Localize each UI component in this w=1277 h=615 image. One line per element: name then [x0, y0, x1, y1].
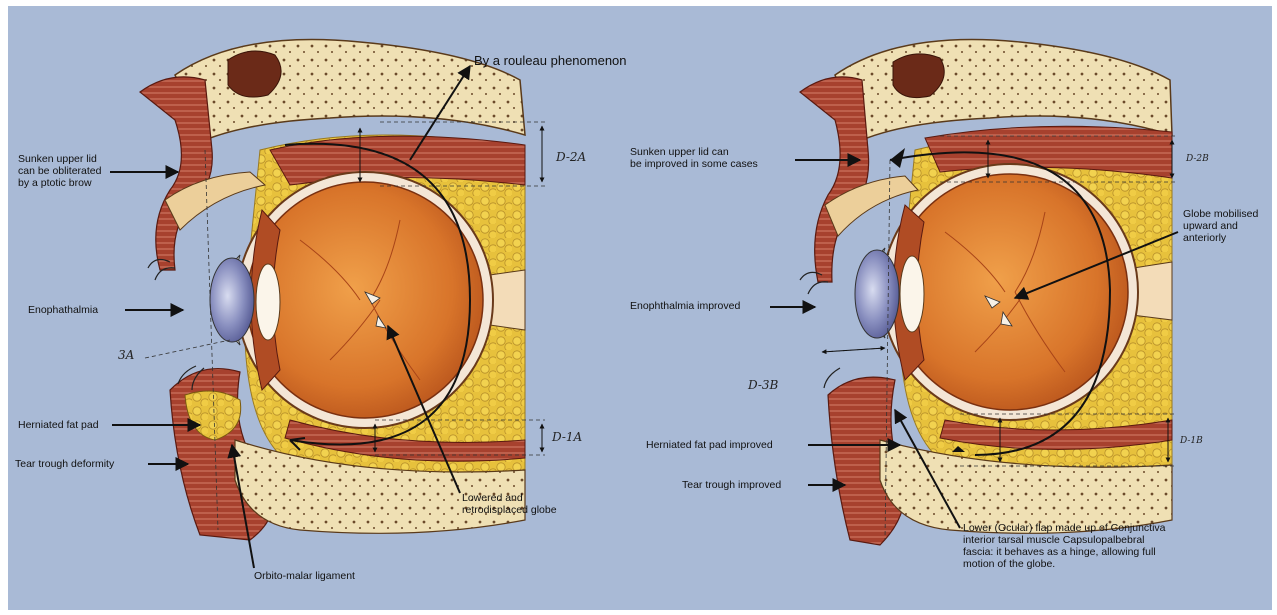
herniated-fat-pad-improved-label: Herniated fat pad improved: [646, 439, 773, 451]
dimension-d3b: D-3B: [748, 378, 778, 392]
lower-flap-label: Lower (Ocular) flap made up of Conjuncti…: [963, 522, 1166, 570]
orbito-malar-label: Orbito-malar ligament: [254, 570, 355, 582]
lowered-globe-label: Lowered and retrodisplaced globe: [462, 492, 557, 516]
herniated-fat-pad-label: Herniated fat pad: [18, 419, 99, 431]
enophthalmia-improved-label: Enophthalmia improved: [630, 300, 740, 312]
enophthalmia-label: Enophathalmia: [28, 304, 98, 316]
globe-mobilised-label: Globe mobilised upward and anteriorly: [1183, 208, 1277, 244]
tear-trough-label: Tear trough deformity: [15, 458, 114, 470]
sunken-lid-improved-label: Sunken upper lid can be improved in some…: [630, 146, 758, 170]
sunken-lid-label: Sunken upper lid can be obliterated by a…: [18, 153, 101, 189]
rouleau-label: By a rouleau phenomenon: [474, 53, 627, 68]
dimension-d2b: D-2B: [1186, 154, 1209, 164]
tear-trough-improved-label: Tear trough improved: [682, 479, 781, 491]
dimension-d1a: D-1A: [552, 430, 582, 444]
dimension-d1b: D-1B: [1180, 436, 1203, 446]
dimension-d2a: D-2A: [556, 150, 586, 164]
dimension-3a: 3A: [118, 348, 134, 362]
